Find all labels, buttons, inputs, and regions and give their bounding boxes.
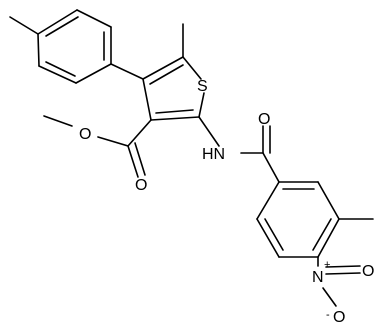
sulfur-label: S [197,78,208,95]
amide-oxygen-label: O [258,111,270,128]
bond-ester-carbonyl-inner [134,142,146,176]
bond-nitro-to-bottom-oxygen [322,287,337,307]
bond-amide-to-benzene [262,152,280,183]
bond-c2-to-nh [198,116,220,147]
ester-ether-oxygen-label: O [79,126,91,143]
nitro-bottom-oxygen-label: O [333,309,345,326]
nitro-top-oxygen-label: O [362,263,374,280]
bond-nitro-to-top-oxygen [325,265,361,268]
bond-tolyl-methyl [9,16,39,35]
bond-tolyl-5-inner [45,61,76,77]
bond-ester-to-ether-oxygen [97,136,129,147]
bond-tolyl-4 [75,63,112,84]
bond-benzene-5 [256,218,280,258]
bond-tolyl-2 [76,9,112,28]
bond-c3-to-ester-carbon [127,119,152,147]
bond-thiophene-c3-c4 [142,78,152,121]
bond-benzene-3 [317,218,340,258]
amide-nh-label: HN [202,146,225,163]
nitro-oxygen-charge: - [326,309,330,321]
nitro-nitrogen-charge: + [324,259,330,271]
bond-benzene-5-inner [264,218,284,251]
bond-thiophene-s-c2 [198,92,205,118]
bond-thiophene-c4-c5 [142,56,184,80]
bond-ester-carbonyl [127,145,139,178]
bond-benzene-3-inner [312,218,332,251]
bond-ether-oxygen-to-methyl [43,115,73,127]
bond-benzene-2 [317,181,340,220]
nitro-nitrogen-label: N [312,269,324,286]
bond-thiophene-c2-c3-inner [155,109,194,114]
ester-carbonyl-oxygen-label: O [135,177,147,194]
bond-tolyl-5 [38,65,77,84]
bond-thiophene-c5-s [182,56,202,80]
bond-tolyl-to-thiophene [110,63,144,80]
bond-thiophene-c2-c3 [150,116,200,121]
bond-benzene-6 [256,181,280,220]
bond-tolyl-6 [37,33,40,67]
bond-thiophene-c4-c5-inner [149,64,184,85]
bond-nitro-to-top-oxygen-inner [325,272,361,275]
bond-tolyl-1-inner [45,16,79,37]
bond-tolyl-1 [37,9,78,35]
